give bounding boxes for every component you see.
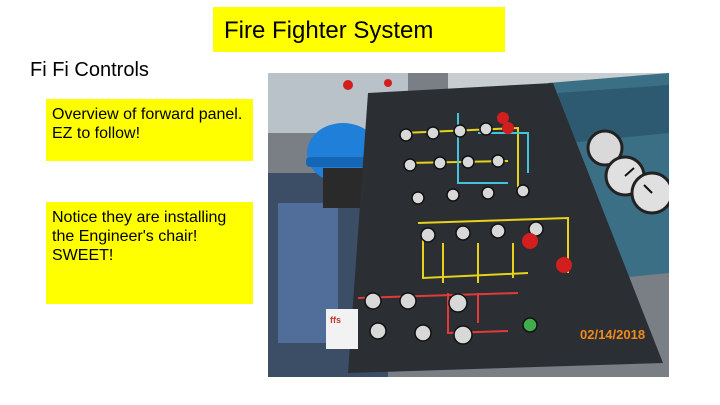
gauge-icon	[586, 129, 669, 215]
title-highlight	[213, 7, 505, 52]
note-engineer-chair: Notice they are installing the Engineer'…	[46, 202, 253, 304]
panel-logo: ffs	[330, 315, 341, 325]
slide-title: Fire Fighter System	[224, 17, 434, 44]
control-panel-photo: ffs 02/14/2018	[268, 73, 669, 377]
note-overview: Overview of forward panel. EZ to follow!	[46, 99, 253, 161]
date-stamp: 02/14/2018	[580, 327, 645, 342]
slide-subtitle: Fi Fi Controls	[30, 59, 149, 81]
